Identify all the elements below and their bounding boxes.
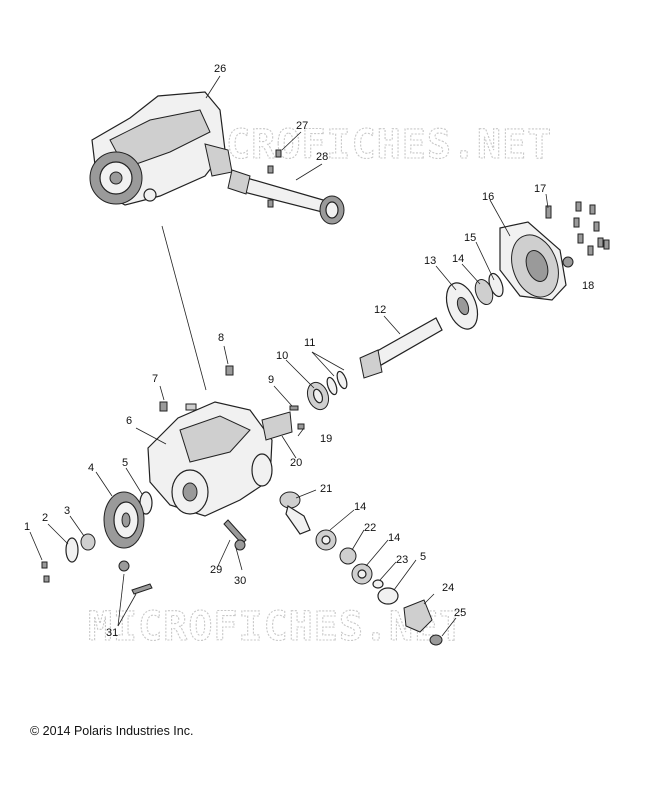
o-ring-23 [372, 579, 384, 589]
callout-21: 21 [320, 483, 332, 495]
callout-9: 9 [268, 374, 274, 386]
callout-18: 18 [582, 280, 594, 292]
callout-31: 31 [106, 627, 118, 639]
callout-6: 6 [126, 415, 132, 427]
gear-13 [445, 282, 479, 330]
ring-11a [336, 370, 348, 390]
callout-5-top: 5 [122, 457, 128, 469]
callout-17: 17 [534, 183, 546, 195]
washer-2 [65, 537, 79, 563]
assembly-line [161, 225, 207, 391]
callout-13: 13 [424, 255, 436, 267]
callout-4: 4 [88, 462, 94, 474]
callout-30: 30 [234, 575, 246, 587]
callout-5-bottom: 5 [420, 551, 426, 563]
gear-4 [103, 491, 145, 549]
bearing-14-top [474, 278, 494, 306]
bolts-17 [545, 201, 610, 256]
callout-27: 27 [296, 120, 308, 132]
callout-19: 19 [320, 433, 332, 445]
prop-shaft-28 [227, 169, 345, 225]
bearing-14-bottom [351, 563, 373, 585]
callout-28: 28 [316, 151, 328, 163]
main-shaft-12 [359, 317, 443, 379]
callout-12: 12 [374, 304, 386, 316]
callout-15: 15 [464, 232, 476, 244]
callout-7: 7 [152, 373, 158, 385]
callout-1: 1 [24, 521, 30, 533]
fittings-7 [159, 401, 197, 412]
cover-plate-16 [499, 221, 567, 301]
callout-3: 3 [64, 505, 70, 517]
screws-27 [267, 149, 282, 208]
bearing-10 [306, 381, 330, 411]
watermark-bottom: MICROFICHES.NET [88, 604, 464, 650]
callout-16: 16 [482, 191, 494, 203]
callout-14-mid: 14 [354, 501, 366, 513]
callout-25: 25 [454, 607, 466, 619]
screw-19 [297, 423, 305, 430]
callout-10: 10 [276, 350, 288, 362]
bearing-14-lower [315, 529, 337, 551]
watermark-top: MICROFICHES.NET [176, 122, 552, 168]
nut-18 [562, 256, 574, 268]
gearcase-assembly-26 [89, 91, 233, 206]
gearcase-housing-6 [147, 401, 273, 517]
screws-1 [41, 561, 50, 583]
callout-14-low: 14 [388, 532, 400, 544]
ring-11b [326, 376, 338, 396]
callout-22: 22 [364, 522, 376, 534]
bracket-20 [261, 411, 293, 441]
callout-14-top: 14 [452, 253, 464, 265]
callout-24: 24 [442, 582, 454, 594]
callout-2: 2 [42, 512, 48, 524]
plug-8 [225, 365, 234, 376]
callout-29: 29 [210, 564, 222, 576]
pinion-gear-21 [279, 491, 311, 535]
nut-3 [80, 533, 96, 551]
pin-9 [289, 405, 299, 411]
seal-5b [377, 587, 399, 605]
callout-11: 11 [304, 337, 315, 349]
gear-22 [339, 547, 357, 565]
callout-8: 8 [218, 332, 224, 344]
yoke-24 [403, 599, 433, 633]
nut-30 [234, 539, 246, 551]
copyright-notice: © 2014 Polaris Industries Inc. [30, 724, 194, 738]
leader-lines [29, 75, 549, 637]
callout-23: 23 [396, 554, 408, 566]
callout-26: 26 [214, 63, 226, 75]
bolts-31 [118, 560, 153, 595]
callout-20: 20 [290, 457, 302, 469]
nut-25 [429, 634, 443, 646]
